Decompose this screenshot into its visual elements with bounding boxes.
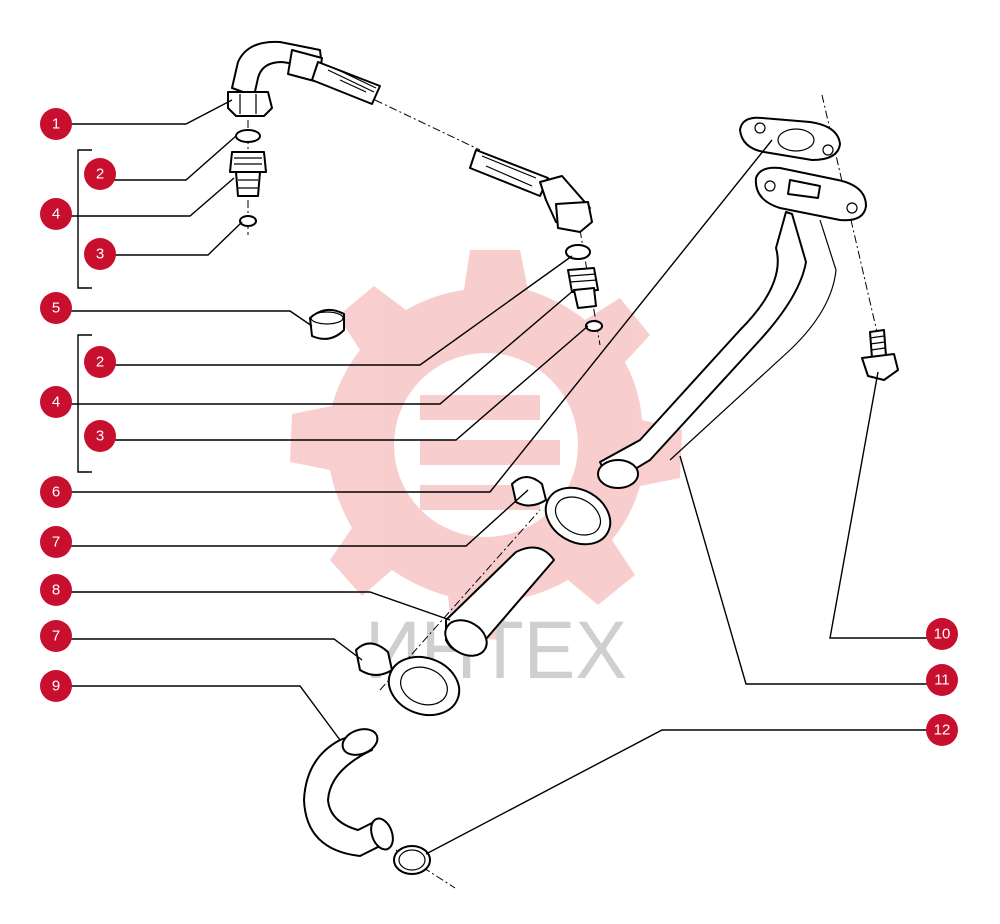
callout-label: 10 <box>934 626 951 643</box>
callout-part-9[interactable]: 9 <box>40 670 72 702</box>
callout-part-5[interactable]: 5 <box>40 292 72 324</box>
callout-part-3[interactable]: 3 <box>84 238 116 270</box>
callout-label: 4 <box>52 394 60 411</box>
oil-feed-hose <box>227 40 593 233</box>
callout-part-12[interactable]: 12 <box>926 714 958 746</box>
callout-part-7[interactable]: 7 <box>40 526 72 558</box>
callout-part-11[interactable]: 11 <box>926 664 958 696</box>
callout-part-4[interactable]: 4 <box>40 198 72 230</box>
callout-part-8[interactable]: 8 <box>40 574 72 606</box>
callout-label: 3 <box>96 246 104 263</box>
upper-hose-clamp <box>511 476 612 546</box>
callout-label: 6 <box>52 484 60 501</box>
callout-label: 9 <box>52 678 60 695</box>
callout-label: 4 <box>52 206 60 223</box>
callout-label: 8 <box>52 582 60 599</box>
bolt <box>861 329 899 381</box>
callout-part-4[interactable]: 4 <box>40 386 72 418</box>
callout-label: 7 <box>52 628 60 645</box>
lower-union-assembly <box>565 244 603 332</box>
callout-label: 3 <box>96 428 104 445</box>
gasket <box>739 116 841 161</box>
upper-union-assembly <box>229 129 267 227</box>
callout-label: 12 <box>934 722 951 739</box>
callout-label: 2 <box>96 354 104 371</box>
callout-part-10[interactable]: 10 <box>926 618 958 650</box>
rubber-sleeve <box>444 546 555 657</box>
callout-part-7[interactable]: 7 <box>40 620 72 652</box>
callout-label: 7 <box>52 534 60 551</box>
elbow-tube <box>303 728 394 857</box>
callout-label: 2 <box>96 166 104 183</box>
callout-label: 11 <box>934 672 950 689</box>
o-ring <box>393 845 431 875</box>
leader-lines <box>56 99 940 855</box>
oil-return-pipe <box>597 166 867 489</box>
callout-part-6[interactable]: 6 <box>40 476 72 508</box>
callout-part-3[interactable]: 3 <box>84 420 116 452</box>
callout-label: 5 <box>52 300 60 317</box>
cap-part <box>309 308 345 340</box>
callout-part-1[interactable]: 1 <box>40 108 72 140</box>
lower-hose-clamp <box>355 642 461 717</box>
callout-part-2[interactable]: 2 <box>84 346 116 378</box>
callout-part-2[interactable]: 2 <box>84 158 116 190</box>
callout-label: 1 <box>52 116 60 133</box>
